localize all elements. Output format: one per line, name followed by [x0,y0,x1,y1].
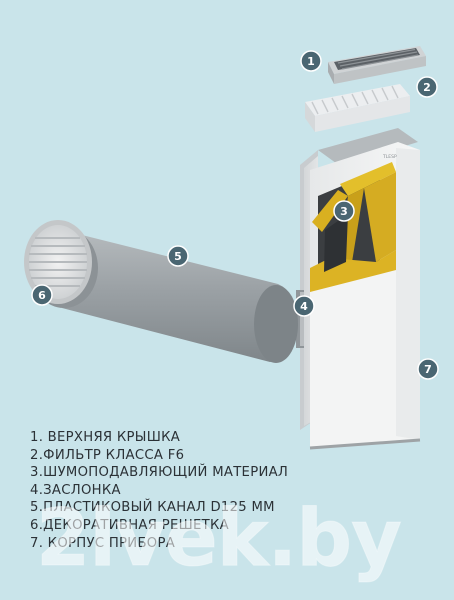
legend-item: 6.ДЕКОРАТИВНАЯ РЕШЕТКА [30,517,229,533]
callout-2: 2 [416,76,438,98]
f6-filter [305,84,410,132]
legend-item: 5.ПЛАСТИКОВЫЙ КАНАЛ D125 ММ [30,500,275,516]
parts-legend: 1. ВЕРХНЯЯ КРЫШКА 2.ФИЛЬТР КЛАССА F6 3.Ш… [30,429,430,552]
legend-item: 2.ФИЛЬТР КЛАССА F6 [30,447,185,463]
svg-text:3: 3 [340,205,348,218]
callout-4: 4 [293,295,315,317]
legend-item: 7. КОРПУС ПРИБОРА [30,535,176,551]
svg-text:7: 7 [424,363,432,376]
callout-6: 6 [31,284,53,306]
svg-text:4: 4 [300,300,308,313]
svg-text:6: 6 [38,289,46,302]
callout-1: 1 [300,50,322,72]
device-housing [296,128,421,450]
callout-7: 7 [417,358,439,380]
callout-5: 5 [167,245,189,267]
svg-text:1: 1 [307,55,315,68]
legend-item: 4.ЗАСЛОНКА [30,482,121,498]
brand-mark: TLESP [382,154,397,160]
callout-3: 3 [333,200,355,222]
legend-item: 1. ВЕРХНЯЯ КРЫШКА [30,430,181,445]
decorative-grille [24,220,92,304]
svg-text:5: 5 [174,250,182,263]
legend-item: 3.ШУМОПОДАВЛЯЮЩИЙ МАТЕРИАЛ [30,465,289,481]
svg-text:2: 2 [423,81,431,94]
top-cover [328,46,426,84]
